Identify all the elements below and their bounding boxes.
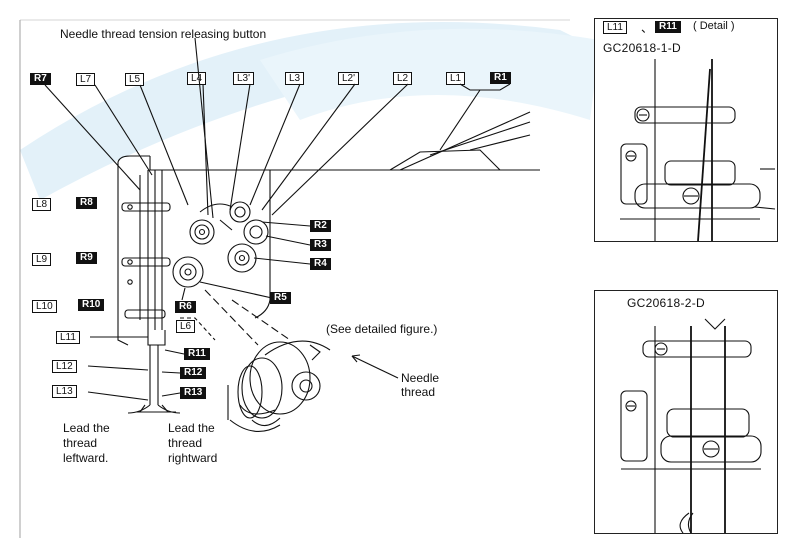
lead-left-line2: thread (63, 436, 98, 450)
label-r4: R4 (310, 258, 331, 270)
label-r6: R6 (175, 301, 196, 313)
detail1-drawing (620, 59, 776, 241)
tension-release-title: Needle thread tension releasing button (60, 27, 267, 41)
label-l2: L2 (393, 72, 413, 85)
label-l5: L5 (125, 73, 145, 86)
detail-panel-1: L11 、 R11 ( Detail ) GC20618-1-D (594, 18, 778, 242)
label-l2-prime: L2' (338, 72, 360, 85)
detail-panel-2: GC20618-2-D (594, 290, 778, 534)
label-l4: L4 (187, 72, 207, 85)
label-r8: R8 (76, 197, 97, 209)
lead-right-line2: thread (168, 436, 203, 450)
see-detail-note: (See detailed figure.) (326, 322, 438, 336)
label-l3-prime: L3' (233, 72, 255, 85)
detail1-separator: 、 (641, 21, 654, 35)
label-r7: R7 (30, 73, 51, 85)
label-l8: L8 (32, 198, 52, 211)
label-r12: R12 (180, 367, 207, 379)
label-r1: R1 (490, 72, 511, 84)
label-r2: R2 (310, 220, 331, 232)
label-r10: R10 (78, 299, 105, 311)
label-r11: R11 (184, 348, 210, 360)
label-l1: L1 (446, 72, 466, 85)
label-l3: L3 (285, 72, 305, 85)
label-l11: L11 (56, 331, 80, 344)
detail1-label-l11: L11 (603, 21, 627, 34)
detail2-code: GC20618-2-D (627, 296, 706, 310)
lead-right-line3: rightward (168, 451, 218, 465)
lead-left-line1: Lead the (63, 421, 110, 435)
lead-right-line1: Lead the (168, 421, 215, 435)
label-l12: L12 (52, 360, 77, 373)
label-l7: L7 (76, 73, 96, 86)
detail1-detail-text: ( Detail ) (693, 20, 735, 32)
detail1-label-r11: R11 (655, 21, 681, 33)
label-r9: R9 (76, 252, 97, 264)
label-l6: L6 (176, 320, 196, 333)
needle-thread-line2: thread (401, 385, 436, 399)
lead-left-line3: leftward. (63, 451, 109, 465)
label-r13: R13 (180, 387, 207, 399)
label-l13: L13 (52, 385, 77, 398)
detail2-drawing (620, 318, 762, 533)
detail1-code: GC20618-1-D (603, 41, 682, 55)
label-r3: R3 (310, 239, 331, 251)
label-l9: L9 (32, 253, 52, 266)
label-r5: R5 (270, 292, 291, 304)
needle-thread-line1: Needle (401, 371, 440, 385)
label-l10: L10 (32, 300, 57, 313)
